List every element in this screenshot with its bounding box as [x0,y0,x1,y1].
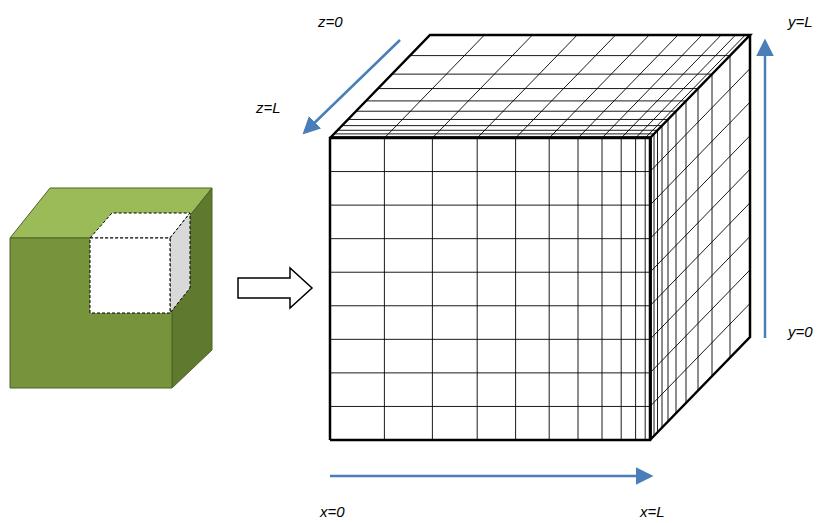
mesh-line [330,406,650,407]
mesh-line [432,138,433,440]
mesh-line [516,35,616,138]
mesh-line [392,74,712,75]
mesh-line [650,69,750,172]
mesh-line [515,138,516,440]
mesh-line [621,35,721,138]
mesh-line [645,138,646,440]
mesh-line [342,125,662,126]
mesh-line [602,35,702,138]
mesh-line [366,100,686,101]
mesh-line [650,270,750,373]
mesh-line [578,138,579,440]
mesh-line [668,119,669,421]
axis-label: z=0 [318,14,343,29]
mesh-line [676,111,677,413]
mesh-line [549,138,550,440]
mesh-line [578,35,678,138]
mesh-line [356,111,676,112]
mesh-line [338,130,658,131]
mesh-line [635,138,636,440]
y-axis-arrow [764,42,767,338]
mesh-line [650,169,750,272]
mesh-line [730,56,731,358]
axis-label: y=0 [788,324,813,339]
mesh-line [602,138,603,440]
cube-outline [650,35,750,440]
cube-outline [330,138,650,440]
axis-label: x=0 [320,504,345,519]
mesh-line [348,119,668,120]
axis-label: x=L [640,504,665,519]
mesh-line [650,102,750,205]
z-axis-arrow [305,40,400,132]
mesh-line [330,372,650,373]
mesh-line [384,138,385,440]
mesh-line [686,101,687,403]
hollow-arrow [238,268,312,308]
mesh-cube [330,35,750,440]
x-axis-arrow [330,475,650,478]
mesh-line [330,272,650,273]
mesh-line [432,35,532,138]
solid-cube [10,188,212,388]
mesh-line [662,126,663,428]
mesh-line [650,303,750,406]
mesh-line [650,136,750,239]
mesh-line [330,171,650,172]
mesh-line [657,130,658,432]
axis-label: z=L [256,100,281,115]
mesh-line [330,339,650,340]
axis-label: y=L [788,14,813,29]
mesh-line [654,134,655,436]
mesh-line [477,138,478,440]
mesh-line [334,133,654,134]
mesh-line [384,35,484,138]
mesh-line [621,138,622,440]
cube-outline [330,35,750,138]
mesh-line [650,203,750,306]
mesh-line [712,74,713,376]
mesh-line [378,88,698,89]
mesh-line [410,55,730,56]
mesh-line [477,35,577,138]
mesh-line [330,305,650,306]
mesh-line [698,89,699,391]
mesh-line [330,238,650,239]
mesh-line [650,236,750,339]
mesh-line [330,205,650,206]
mesh-line [549,35,649,138]
